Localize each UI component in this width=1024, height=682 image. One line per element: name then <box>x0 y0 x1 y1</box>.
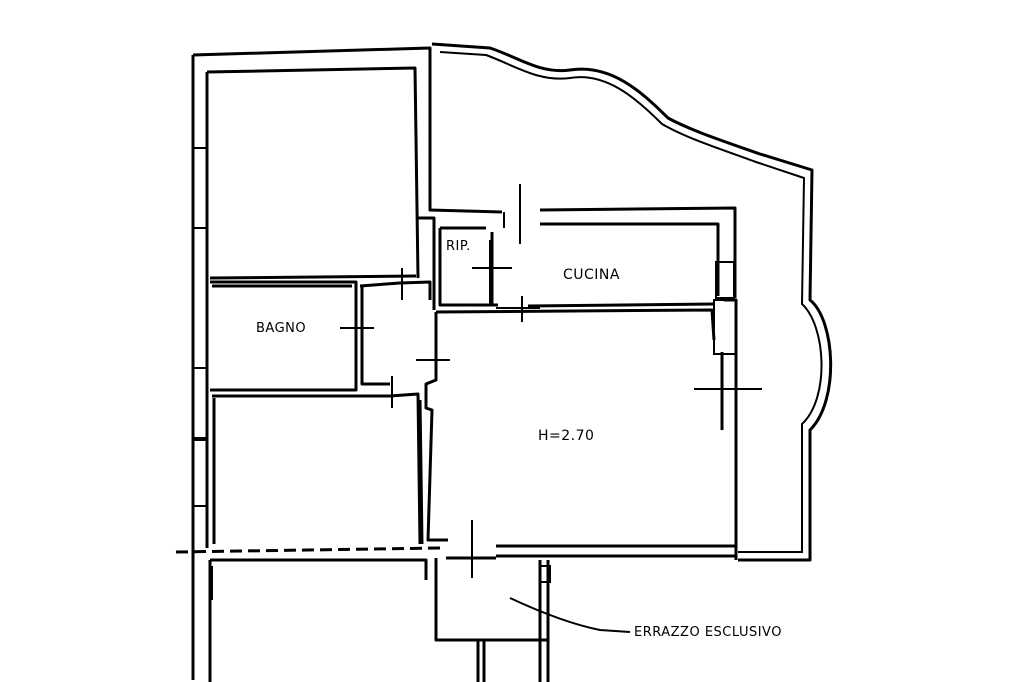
label-bagno: BAGNO <box>256 321 306 336</box>
label-rip: RIP. <box>446 239 471 254</box>
terrace-boundary <box>431 42 833 562</box>
label-terrace: ERRAZZO ESCLUSIVO <box>634 625 782 640</box>
terrace-leader <box>509 597 631 633</box>
label-cucina: CUCINA <box>563 267 620 283</box>
label-height: H=2.70 <box>538 428 594 444</box>
dashed-boundary <box>175 546 441 554</box>
door-markers <box>340 184 762 578</box>
interior-walls <box>209 206 738 560</box>
terrace-block <box>208 556 551 682</box>
outer-walls <box>191 46 503 680</box>
